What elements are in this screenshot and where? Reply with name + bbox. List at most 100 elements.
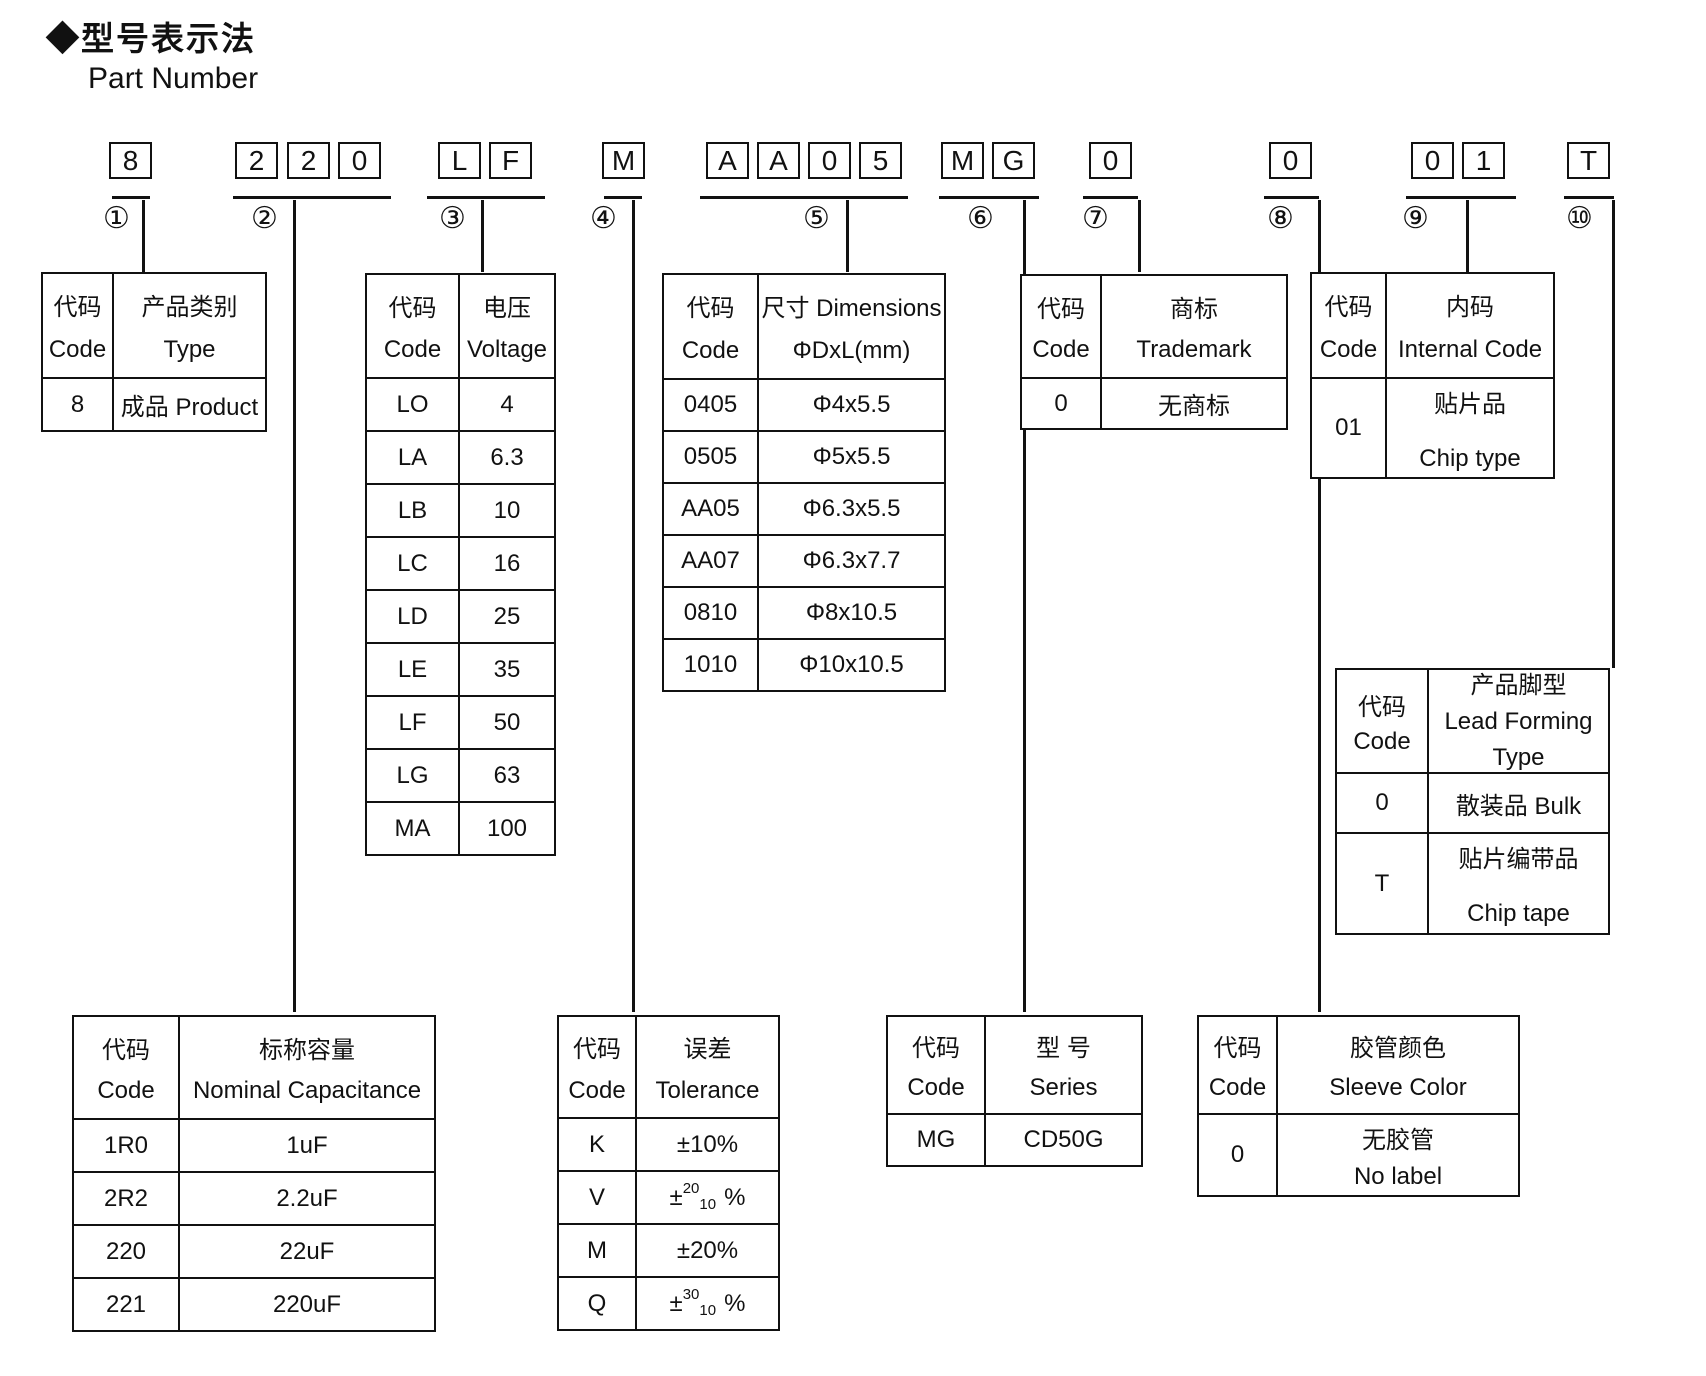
table-cell: LE [367,642,458,695]
part-char-box: M [602,142,645,179]
table-cell: 22uF [178,1224,434,1277]
table-cell: 1R0 [74,1118,178,1171]
part-char-box: G [992,142,1035,179]
table-cell: 无商标 [1100,377,1286,428]
table-cell: 100 [458,801,554,854]
group-number: ⑧ [1267,202,1294,235]
group-number: ⑨ [1402,202,1429,235]
part-char-box: 0 [1089,142,1132,179]
table-cell: 16 [458,536,554,589]
table-cell: LO [367,377,458,430]
table-cell: 35 [458,642,554,695]
connector-line [1318,200,1321,1012]
part-char-box: 0 [1411,142,1454,179]
part-char-box: F [489,142,532,179]
table-cell: 2.2uF [178,1171,434,1224]
table-cell: Φ5x5.5 [757,430,944,482]
table-cell: 2R2 [74,1171,178,1224]
table-cell: 220uF [178,1277,434,1330]
table-cell: Φ8x10.5 [757,586,944,638]
table-cell: M [559,1223,635,1276]
part-char-box: 2 [287,142,330,179]
table-cell: T [1337,832,1427,933]
group-number: ⑩ [1566,202,1593,235]
table-cell: ±20% [635,1223,778,1276]
part-char-box: T [1567,142,1610,179]
table-cell: LF [367,695,458,748]
part-char-box: M [941,142,984,179]
group-number: ③ [439,202,466,235]
table-cell: 50 [458,695,554,748]
table-cell: 0 [1022,377,1100,428]
connector-line [1023,200,1026,1012]
table-cell: Φ6.3x5.5 [757,482,944,534]
group-underline [1264,196,1319,199]
connector-line [632,200,635,1012]
table-cell: 10 [458,483,554,536]
table-cell: CD50G [984,1113,1141,1165]
connector-line [1612,200,1615,668]
table-cell: LC [367,536,458,589]
table-cell: 4 [458,377,554,430]
part-char-box: 0 [338,142,381,179]
part-char-box: A [706,142,749,179]
table-cell: LB [367,483,458,536]
table-cell: Φ4x5.5 [757,378,944,430]
table-cell: 6.3 [458,430,554,483]
connector-line [846,200,849,272]
table-cell: AA05 [664,482,757,534]
table-cell: 220 [74,1224,178,1277]
group-underline [1564,196,1614,199]
table-cell: 0810 [664,586,757,638]
page-title-en: Part Number [88,62,259,95]
part-char-box: A [757,142,800,179]
table-cell: 63 [458,748,554,801]
table-cell: LA [367,430,458,483]
part-char-box: L [438,142,481,179]
table-cell: 0405 [664,378,757,430]
table-cell: 221 [74,1277,178,1330]
connector-line [481,200,484,272]
connector-line [142,200,145,272]
group-underline [112,196,150,199]
group-underline [939,196,1039,199]
connector-line [1466,200,1469,272]
part-char-box: 0 [1269,142,1312,179]
table-cell: 0 [1199,1113,1276,1195]
table-cell: LG [367,748,458,801]
group-underline [1083,196,1138,199]
part-char-box: 0 [808,142,851,179]
table-cell: 1010 [664,638,757,690]
group-underline [1406,196,1516,199]
connector-line [1138,200,1141,272]
connector-line [293,200,296,1012]
table-cell: 1uF [178,1118,434,1171]
group-number: ④ [590,202,617,235]
table-cell: 01 [1312,377,1385,477]
